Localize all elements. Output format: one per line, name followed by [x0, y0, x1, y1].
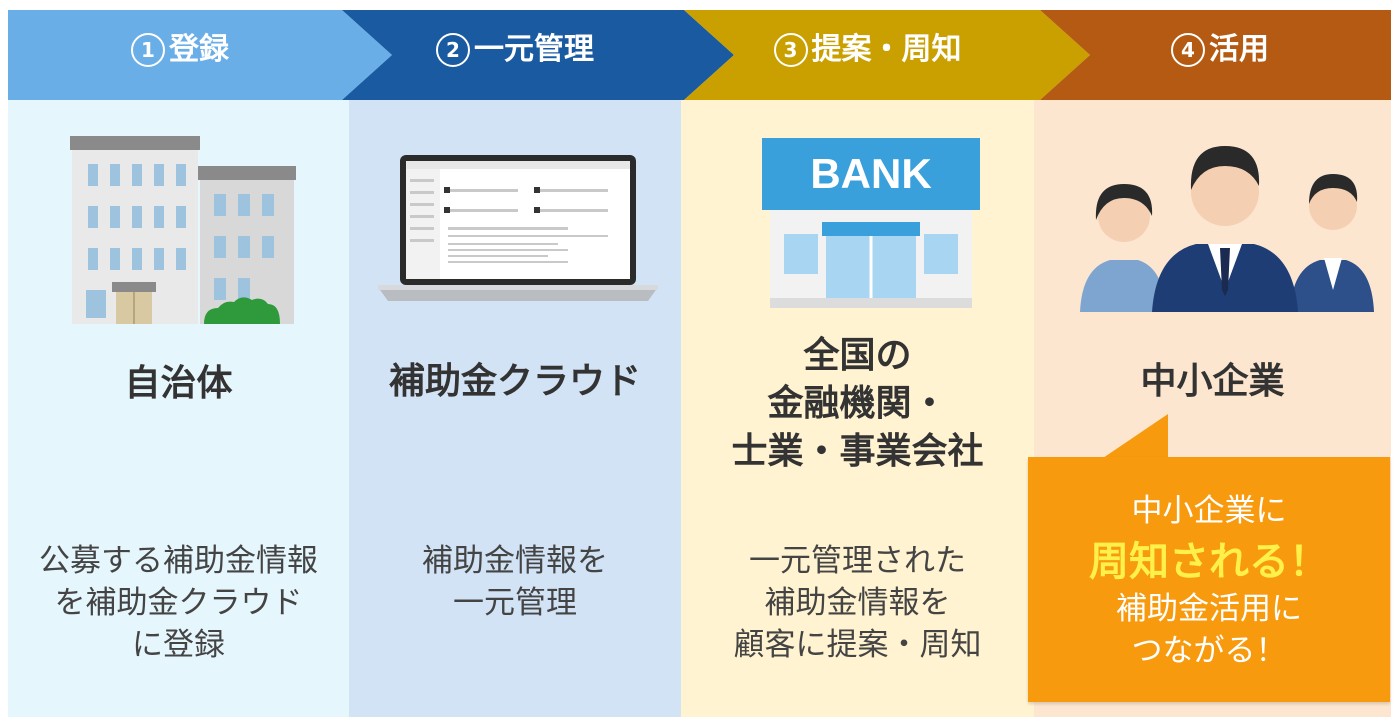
bank-sign-text: BANK [810, 150, 931, 197]
callout-tail [1100, 414, 1168, 460]
step-1-number: 1 [131, 33, 165, 67]
callout-highlight: 周知される！ [1089, 539, 1329, 585]
step-3-chevron [684, 10, 1090, 100]
cloud-service-description: 補助金情報を 一元管理 [422, 543, 608, 621]
callout-line-3: 補助金活用に [1116, 591, 1302, 627]
business-people-icon [1080, 146, 1374, 312]
municipality-description: 公募する補助金情報 を補助金クラウド に登録 [39, 543, 318, 663]
laptop-icon [378, 155, 658, 301]
step-4-number: 4 [1171, 33, 1205, 67]
step-4-chevron [1040, 10, 1391, 100]
bank-icon: BANK [762, 138, 980, 308]
step-3-number: 3 [773, 33, 808, 67]
step-header-bar [8, 10, 1391, 100]
step-4-text: 活用 [1209, 32, 1269, 67]
step-1-text: 登録 [169, 32, 229, 67]
step-3-text: 提案・周知 [811, 32, 962, 67]
office-building-icon [70, 136, 296, 324]
municipality-title: 自治体 [124, 363, 233, 404]
step-2-number: 2 [436, 33, 470, 67]
sme-title: 中小企業 [1140, 361, 1285, 402]
financial-institutions-title: 全国の 金融機関・ 士業・事業会社 [731, 335, 984, 472]
step-2-chevron [342, 10, 734, 100]
cloud-service-title: 補助金クラウド [388, 361, 641, 402]
callout-line-4: つながる！ [1131, 633, 1287, 669]
callout-bubble: 中小企業に 周知される！ 補助金活用に つながる！ [1028, 457, 1390, 702]
callout-line-1: 中小企業に [1131, 493, 1287, 529]
step-1-chevron [8, 10, 392, 100]
financial-institutions-description: 一元管理された 補助金情報を 顧客に提案・周知 [733, 543, 982, 663]
step-2-text: 一元管理 [474, 32, 594, 67]
